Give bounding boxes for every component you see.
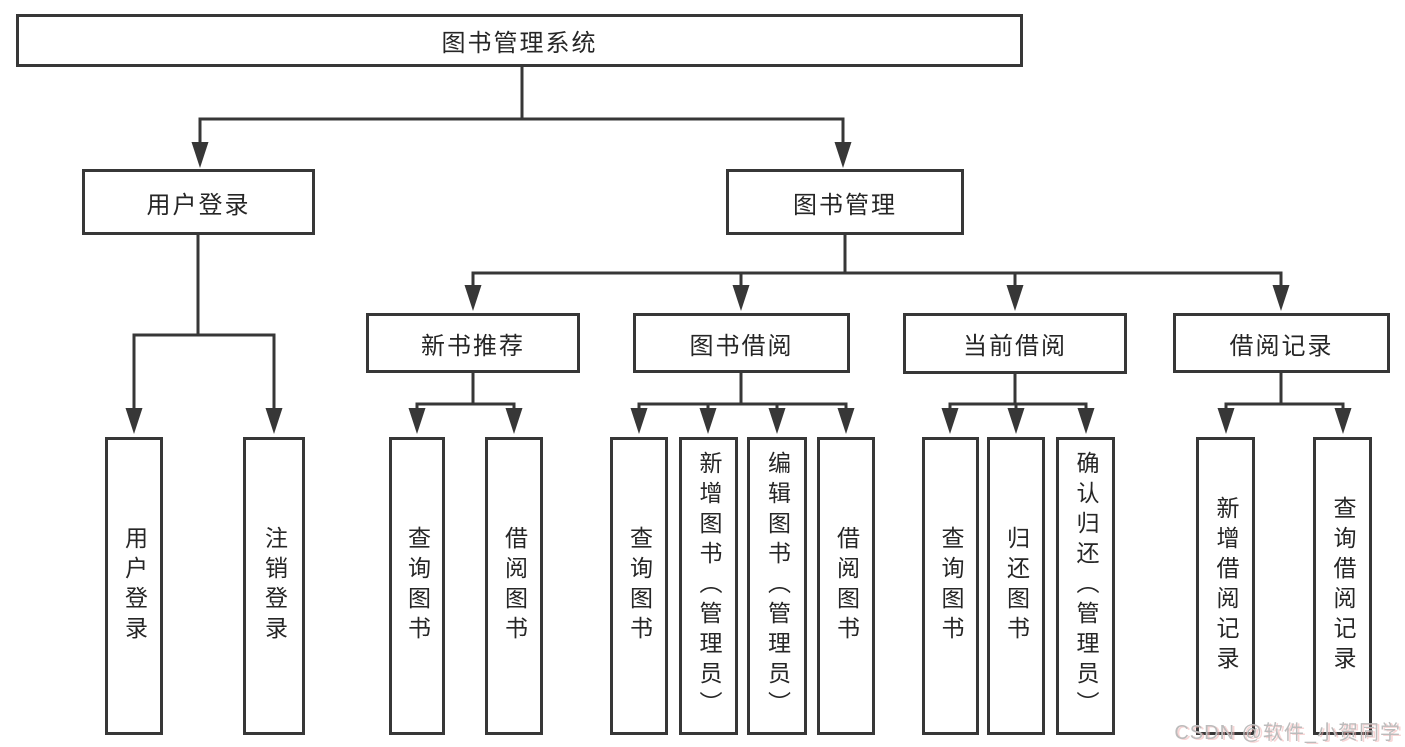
arrowhead-icon xyxy=(1077,408,1095,434)
leaf-currentborrow-return-books: 归还图书 xyxy=(987,437,1045,735)
connector-userlogin-to-leaves xyxy=(132,235,276,412)
leaf-bookborrow-edit-books-admin: 编辑图书（管理员） xyxy=(747,437,807,735)
arrowhead-icon xyxy=(125,408,143,434)
arrowhead-icon xyxy=(732,285,750,311)
leaf-currentborrow-query-books: 查询图书 xyxy=(922,437,979,735)
arrowhead-icon xyxy=(191,142,209,168)
leaf-newbookrec-borrow-books: 借阅图书 xyxy=(485,437,543,735)
connector-root-to-level2 xyxy=(198,67,845,146)
arrowhead-icon xyxy=(1006,285,1024,311)
leaf-bookborrow-query-books: 查询图书 xyxy=(610,437,668,735)
csdn-watermark: CSDN @软件_小贺同学 xyxy=(1174,722,1401,744)
arrowhead-icon xyxy=(630,408,648,434)
arrowhead-icon xyxy=(1007,408,1025,434)
leaf-currentborrow-confirm-return-admin: 确认归还（管理员） xyxy=(1056,437,1115,735)
arrowhead-icon xyxy=(1272,285,1290,311)
connector-currentborrow-to-leaves xyxy=(948,374,1088,412)
leaf-borrowrecords-add-record: 新增借阅记录 xyxy=(1196,437,1255,735)
node-borrow-records: 借阅记录 xyxy=(1173,313,1390,373)
arrowhead-icon xyxy=(941,408,959,434)
leaf-newbookrec-query-books: 查询图书 xyxy=(389,437,445,735)
arrowhead-icon xyxy=(464,285,482,311)
arrowhead-icon xyxy=(1217,408,1235,434)
node-root-system: 图书管理系统 xyxy=(16,14,1023,67)
arrowhead-icon xyxy=(699,408,717,434)
leaf-logout: 注销登录 xyxy=(243,437,305,735)
arrowhead-icon xyxy=(837,408,855,434)
arrowhead-icon xyxy=(408,408,426,434)
arrowhead-icon xyxy=(834,142,852,168)
connector-borrowrecords-to-leaves xyxy=(1224,373,1345,412)
arrowhead-icon xyxy=(768,408,786,434)
leaf-borrowrecords-query-record: 查询借阅记录 xyxy=(1313,437,1372,735)
arrowhead-icon xyxy=(265,408,283,434)
connector-newbookrec-to-leaves xyxy=(415,373,516,412)
leaf-bookborrow-add-books-admin: 新增图书（管理员） xyxy=(679,437,738,735)
node-new-book-recommend: 新书推荐 xyxy=(366,313,580,373)
connector-bookmgmt-to-level3 xyxy=(471,235,1283,289)
connector-bookborrow-to-leaves xyxy=(637,373,848,412)
node-book-borrow: 图书借阅 xyxy=(633,313,850,373)
leaf-user-login: 用户登录 xyxy=(105,437,163,735)
node-user-login: 用户登录 xyxy=(82,169,315,235)
arrowhead-icon xyxy=(1334,408,1352,434)
leaf-bookborrow-borrow-books: 借阅图书 xyxy=(817,437,875,735)
node-current-borrow: 当前借阅 xyxy=(903,313,1127,374)
node-book-management: 图书管理 xyxy=(726,169,964,235)
arrowhead-icon xyxy=(505,408,523,434)
